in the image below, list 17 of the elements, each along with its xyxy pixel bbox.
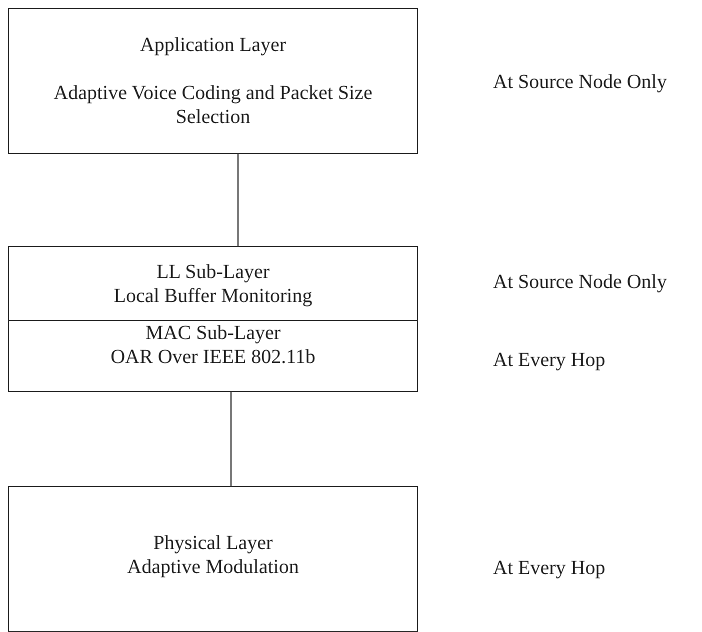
layer-description: Adaptive Voice Coding and Packet Size Selection — [52, 81, 374, 129]
layer-title: LL Sub-Layer — [156, 260, 270, 284]
layer-description: Local Buffer Monitoring — [114, 284, 312, 308]
scope-note: At Every Hop — [493, 556, 606, 580]
scope-note: At Every Hop — [493, 348, 606, 372]
layer-description: Adaptive Modulation — [127, 555, 299, 579]
layer-group-box — [8, 246, 418, 392]
connector-line — [237, 154, 239, 246]
layer-title: MAC Sub-Layer — [146, 321, 280, 345]
layer-description: OAR Over IEEE 802.11b — [110, 345, 316, 369]
scope-note: At Source Node Only — [493, 270, 667, 294]
connector-line — [230, 392, 232, 486]
layer-box — [8, 8, 418, 154]
layer-title: Physical Layer — [153, 531, 273, 555]
layer-box — [8, 486, 418, 632]
layer-title: Application Layer — [140, 33, 286, 57]
scope-note: At Source Node Only — [493, 70, 667, 94]
